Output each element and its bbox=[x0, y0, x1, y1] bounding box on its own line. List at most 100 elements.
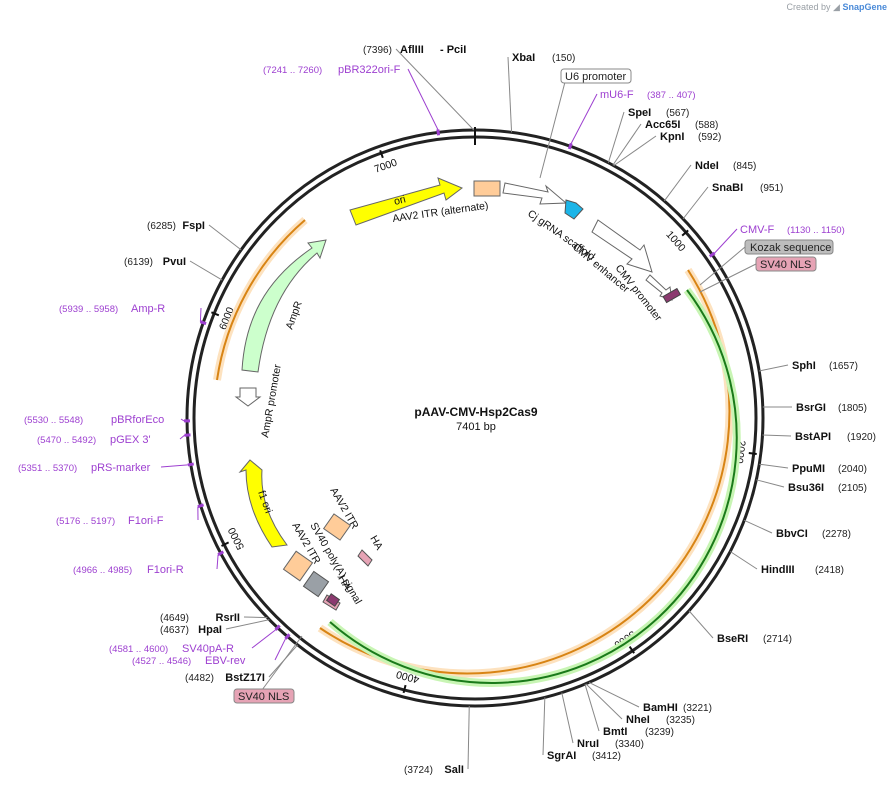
site-leader bbox=[612, 123, 642, 166]
site-coord: (588) bbox=[695, 120, 718, 131]
site-coord: (2714) bbox=[763, 634, 792, 645]
site-coord: (6139) bbox=[124, 257, 153, 268]
site-coord: (2278) bbox=[822, 529, 851, 540]
primer-mark bbox=[274, 624, 281, 631]
primer-mark bbox=[708, 251, 716, 258]
site-label: NruI bbox=[577, 738, 599, 750]
sv40-nls-top-label: SV40 NLS bbox=[760, 259, 811, 271]
site-label: SpeI bbox=[628, 107, 651, 119]
sv40-nls-bottom-tag: SV40 NLS bbox=[233, 635, 303, 704]
kozak-leader bbox=[699, 246, 746, 286]
cmv-enhancer-arrow bbox=[591, 219, 653, 273]
plasmid-name: pAAV-CMV-Hsp2Cas9 bbox=[414, 405, 537, 419]
primer-mark bbox=[217, 550, 225, 556]
site-label: RsrII bbox=[216, 612, 240, 624]
site-leader bbox=[467, 705, 470, 770]
site-label: HpaI bbox=[198, 624, 222, 636]
site-label: SnaBI bbox=[712, 182, 743, 194]
ampr-promoter-label: AmpR promoter bbox=[259, 363, 284, 439]
site-label: BstAPI bbox=[795, 431, 831, 443]
ori-arrow bbox=[349, 177, 463, 226]
site-coord: (7396) bbox=[363, 45, 392, 56]
site-leader bbox=[189, 260, 223, 281]
kozak-tag: Kozak sequence bbox=[699, 239, 834, 286]
primer-leader bbox=[179, 434, 185, 440]
site-label: BmtI bbox=[603, 726, 627, 738]
sv40-polya-box bbox=[302, 570, 330, 598]
primer-coord: (1130 .. 1150) bbox=[787, 225, 845, 236]
tick-mark bbox=[628, 646, 635, 654]
site-coord: (567) bbox=[666, 108, 689, 119]
primer-label: EBV-rev bbox=[205, 655, 246, 667]
primer-label: CMV-F bbox=[740, 224, 775, 236]
site-leader bbox=[756, 479, 785, 488]
site-leader bbox=[585, 683, 623, 720]
grna-scaffold-block bbox=[564, 199, 584, 220]
tick-mark bbox=[211, 311, 220, 317]
site-leader bbox=[729, 551, 758, 570]
site-label: AflIII bbox=[400, 44, 424, 56]
tick-mark bbox=[221, 541, 230, 547]
sv40-nls-top-leader bbox=[699, 263, 757, 293]
site-leader bbox=[507, 56, 513, 133]
u6-arrow bbox=[502, 182, 568, 205]
primer-coord: (4527 .. 4546) bbox=[132, 656, 191, 667]
primer-leader bbox=[570, 93, 598, 144]
primer-leader bbox=[216, 554, 219, 570]
site-coord: (3221) bbox=[683, 703, 712, 714]
site-label: BamHI bbox=[643, 702, 678, 714]
ha-label-1: HA bbox=[367, 534, 385, 553]
ampr-arrow bbox=[241, 239, 327, 373]
site-coord: (592) bbox=[698, 132, 721, 143]
site-coord: (1657) bbox=[829, 361, 858, 372]
primer-label: mU6-F bbox=[600, 89, 634, 101]
primer-coord: (5176 .. 5197) bbox=[56, 516, 115, 527]
snapgene-logo-icon: ◢ bbox=[833, 2, 840, 12]
site-label: HindIII bbox=[761, 564, 795, 576]
site-coord: (1920) bbox=[847, 432, 876, 443]
site-leader bbox=[682, 186, 709, 220]
primer-mark bbox=[187, 462, 194, 467]
site-label: BsrGI bbox=[796, 402, 826, 414]
itr-box-2 bbox=[282, 550, 314, 582]
itr-box-1 bbox=[322, 513, 352, 541]
primer-coord: (4581 .. 4600) bbox=[109, 644, 168, 655]
u6-tag-box bbox=[560, 68, 632, 84]
site-label: SgrAI bbox=[547, 750, 576, 762]
primer-mark bbox=[567, 142, 573, 150]
site-leader bbox=[759, 463, 789, 469]
u6-leader bbox=[539, 81, 566, 179]
site-leader bbox=[762, 434, 792, 437]
ha-block-1 bbox=[357, 549, 373, 567]
primer-mark bbox=[284, 633, 291, 640]
cas9-arc bbox=[329, 289, 738, 684]
primer-group: pBR322ori-F(7241 .. 7260)mU6-F(387 .. 40… bbox=[18, 64, 845, 667]
primer-leader bbox=[251, 629, 276, 649]
ori-label: ori bbox=[393, 193, 407, 208]
tick-mark bbox=[379, 149, 384, 159]
site-label: Bsu36I bbox=[788, 482, 824, 494]
primer-leader bbox=[180, 418, 185, 422]
primer-coord: (4966 .. 4985) bbox=[73, 565, 132, 576]
primer-leader bbox=[199, 307, 202, 322]
itr-alt-box bbox=[473, 180, 501, 197]
site-coord: (6285) bbox=[147, 221, 176, 232]
primer-label: pBR322ori-F bbox=[338, 64, 401, 76]
site-leader bbox=[584, 684, 600, 732]
u6-tag-label: U6 promoter bbox=[565, 71, 626, 83]
site-leader bbox=[613, 135, 657, 167]
primer-coord: (5351 .. 5370) bbox=[18, 463, 77, 474]
site-leader bbox=[561, 692, 574, 744]
primer-mark bbox=[199, 320, 207, 326]
site-leader bbox=[663, 164, 692, 202]
cmv-promoter-label: CMV promoter bbox=[613, 262, 665, 324]
tick-label: 7000 bbox=[373, 157, 399, 176]
plasmid-length: 7401 bp bbox=[456, 421, 496, 433]
site-leader bbox=[208, 224, 242, 251]
site-leader bbox=[225, 619, 270, 630]
sv40-nls-top-box bbox=[755, 256, 817, 272]
site-label: FspI bbox=[182, 220, 205, 232]
primer-coord: (7241 .. 7260) bbox=[263, 65, 322, 76]
tick-label: 5000 bbox=[226, 525, 247, 551]
